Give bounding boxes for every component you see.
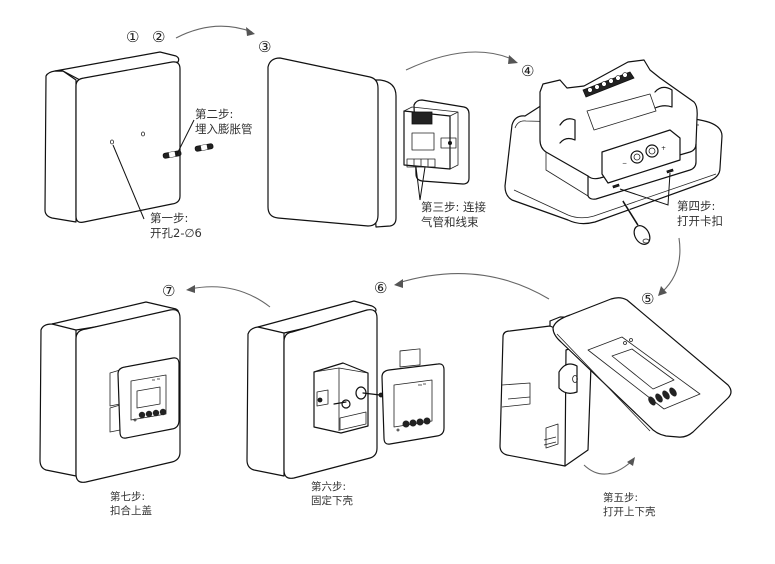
rotate-arrow — [583, 457, 635, 475]
step-1-desc: 开孔2-∅6 — [150, 226, 202, 240]
step-number-1: ① — [126, 28, 140, 46]
step-2-title: 第二步: — [195, 107, 234, 121]
step-4-label: 第四步: 打开卡扣 — [677, 199, 723, 229]
step-number-3: ③ — [258, 38, 272, 56]
step-number-5: ⑤ — [641, 290, 655, 308]
screwdriver-icon — [622, 200, 651, 245]
step-4-desc: 打开卡扣 — [677, 214, 723, 228]
flow-arrow-3-to-4 — [405, 51, 518, 71]
step-number-6: ⑥ — [374, 279, 388, 297]
step-number-4: ④ — [521, 62, 535, 80]
step-5-label: 第五步: 打开上下壳 — [603, 491, 656, 519]
illustration-step-1-2 — [44, 51, 214, 223]
step-4-title: 第四步: — [677, 199, 716, 213]
step-1-label: 第一步: 开孔2-∅6 — [150, 211, 202, 241]
step-2-desc: 埋入膨胀管 — [195, 122, 253, 136]
step-1-title: 第一步: — [150, 211, 189, 225]
flow-arrow-2-to-3 — [175, 25, 255, 39]
step-7-label: 第七步: 扣合上盖 — [110, 490, 152, 518]
illustration-step-3 — [267, 57, 470, 228]
step-number-2: ② — [152, 28, 166, 46]
step-7-title: 第七步: — [110, 491, 146, 503]
step-3-desc: 气管和线束 — [421, 215, 479, 229]
step-7-desc: 扣合上盖 — [110, 505, 152, 517]
step-number-7: ⑦ — [162, 282, 176, 300]
flow-arrow-5-to-6 — [394, 272, 550, 300]
step-6-title: 第六步: — [311, 481, 347, 493]
step-3-title: 第三步: 连接 — [421, 200, 487, 214]
expansion-anchor-icon — [162, 143, 214, 159]
svg-text:+: + — [661, 145, 666, 152]
flow-arrow-6-to-7 — [186, 285, 271, 308]
illustration-step-7 — [39, 301, 181, 483]
step-3-label: 第三步: 连接 气管和线束 — [421, 200, 486, 230]
flow-arrow-4-to-5 — [658, 237, 681, 296]
step-5-desc: 打开上下壳 — [603, 506, 656, 518]
step-2-label: 第二步: 埋入膨胀管 — [195, 107, 253, 137]
step-6-label: 第六步: 固定下壳 — [311, 480, 353, 508]
step-6-desc: 固定下壳 — [311, 495, 353, 507]
svg-text:−: − — [622, 160, 627, 167]
illustration-step-5 — [499, 297, 732, 467]
illustration-step-6 — [246, 300, 445, 479]
illustration-step-4: − + — [504, 59, 723, 245]
step-5-title: 第五步: — [603, 492, 639, 504]
